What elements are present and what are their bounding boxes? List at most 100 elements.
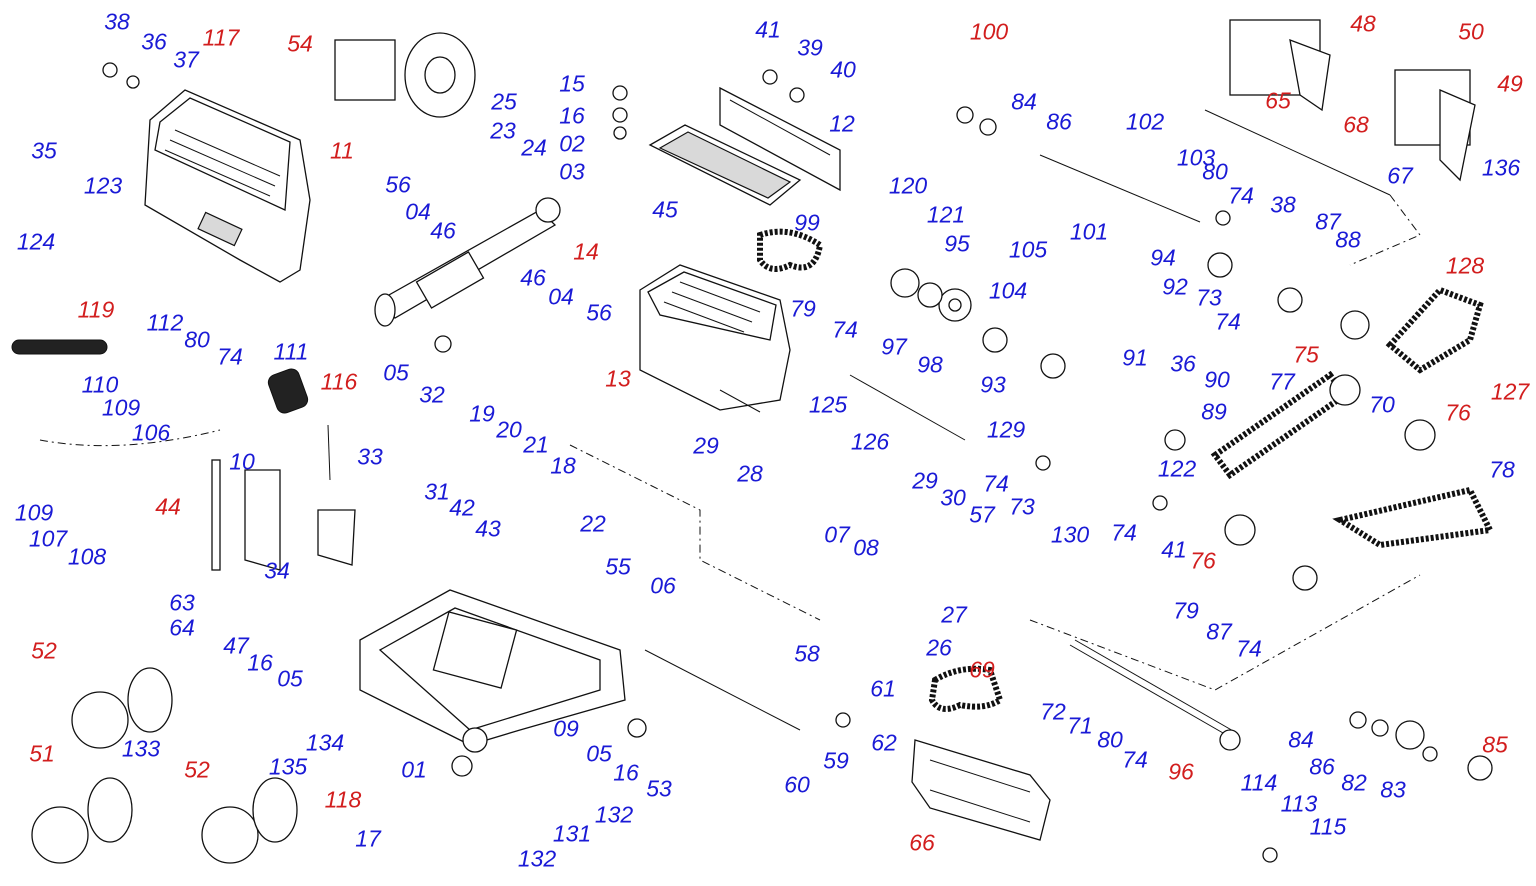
part-label: 02: [559, 130, 585, 157]
part-label: 119: [77, 296, 115, 323]
part-label: 78: [1489, 456, 1515, 483]
part-label: 100: [969, 18, 1009, 45]
part-label: 99: [794, 209, 820, 236]
part-label: 129: [986, 416, 1026, 443]
part-label: 132: [594, 801, 634, 828]
part-label: 77: [1269, 368, 1295, 395]
part-label: 08: [853, 534, 879, 561]
part-label: 11: [330, 137, 354, 164]
part-label: 108: [67, 543, 107, 570]
part-label: 16: [613, 759, 639, 786]
part-label: 73: [1196, 284, 1222, 311]
chain-69: [928, 665, 1004, 712]
part-label: 34: [264, 557, 290, 584]
part-label: 53: [646, 775, 672, 802]
part-label: 41: [1161, 536, 1187, 563]
part-label: 52: [184, 756, 210, 783]
part-label: 80: [1097, 726, 1123, 753]
part-label: 97: [881, 333, 907, 360]
part-label: 104: [988, 277, 1028, 304]
part-label: 76: [1445, 399, 1471, 426]
springs: [11, 339, 309, 414]
part-label: 64: [169, 614, 195, 641]
part-label: 86: [1309, 753, 1335, 780]
part-label: 06: [650, 572, 676, 599]
part-label: 23: [490, 117, 516, 144]
part-label: 52: [31, 637, 57, 664]
part-label: 16: [559, 102, 585, 129]
part-label: 68: [1343, 111, 1369, 138]
part-label: 50: [1458, 18, 1484, 45]
part-label: 105: [1008, 236, 1048, 263]
part-label: 44: [155, 493, 181, 520]
part-label: 65: [1265, 87, 1291, 114]
frames-10-34: [211, 459, 356, 571]
part-label: 113: [1280, 790, 1318, 817]
part-label: 130: [1050, 521, 1090, 548]
part-label: 60: [784, 771, 810, 798]
part-label: 13: [605, 365, 631, 392]
part-label: 55: [605, 553, 631, 580]
part-label: 82: [1341, 769, 1367, 796]
part-label: 09: [553, 715, 579, 742]
part-label: 79: [1173, 597, 1199, 624]
part-label: 121: [926, 201, 966, 228]
part-label: 134: [305, 729, 345, 756]
part-label: 19: [469, 400, 495, 427]
part-label: 126: [850, 428, 890, 455]
cylinder-14-drawing: [374, 197, 561, 327]
part-label: 136: [1481, 154, 1521, 181]
part-label: 84: [1288, 726, 1314, 753]
part-label: 35: [31, 137, 57, 164]
part-label: 74: [983, 470, 1009, 497]
part-label: 131: [552, 820, 592, 847]
part-label: 36: [1170, 350, 1196, 377]
part-label: 12: [829, 110, 855, 137]
part-label: 42: [449, 494, 475, 521]
part-label: 101: [1069, 218, 1109, 245]
part-label: 109: [14, 499, 54, 526]
part-label: 39: [797, 34, 823, 61]
part-label: 124: [16, 228, 56, 255]
part-label: 10: [229, 448, 255, 475]
guard-12-drawing: [719, 86, 841, 192]
part-label: 74: [832, 316, 858, 343]
part-label: 112: [146, 309, 184, 336]
part-label: 88: [1335, 226, 1361, 253]
part-label: 69: [969, 656, 995, 683]
part-label: 43: [475, 515, 501, 542]
bearings-nuts: [102, 62, 1493, 863]
part-label: 74: [1111, 519, 1137, 546]
part-label: 05: [277, 665, 303, 692]
part-label: 79: [790, 295, 816, 322]
part-label: 31: [424, 478, 450, 505]
part-label: 05: [586, 740, 612, 767]
part-label: 135: [268, 753, 308, 780]
part-label: 132: [517, 845, 557, 872]
part-label: 109: [101, 394, 141, 421]
part-label: 56: [586, 299, 612, 326]
part-label: 01: [401, 756, 427, 783]
part-label: 120: [888, 172, 928, 199]
part-label: 103: [1176, 144, 1216, 171]
part-label: 96: [1168, 758, 1194, 785]
part-label: 111: [273, 338, 309, 365]
part-label: 133: [121, 735, 161, 762]
part-label: 05: [383, 359, 409, 386]
part-label: 67: [1387, 162, 1413, 189]
part-label: 30: [940, 484, 966, 511]
sprockets: [938, 288, 1436, 751]
part-label: 07: [824, 521, 850, 548]
part-label: 17: [355, 825, 381, 852]
part-label: 46: [520, 264, 546, 291]
part-label: 22: [580, 510, 606, 537]
part-label: 74: [1215, 308, 1241, 335]
part-label: 125: [808, 391, 848, 418]
part-label: 24: [521, 134, 547, 161]
part-label: 85: [1482, 731, 1508, 758]
units-48-49-drawing: [1229, 19, 1476, 182]
part-label: 117: [202, 24, 240, 51]
part-label: 59: [823, 747, 849, 774]
part-label: 14: [573, 238, 599, 265]
